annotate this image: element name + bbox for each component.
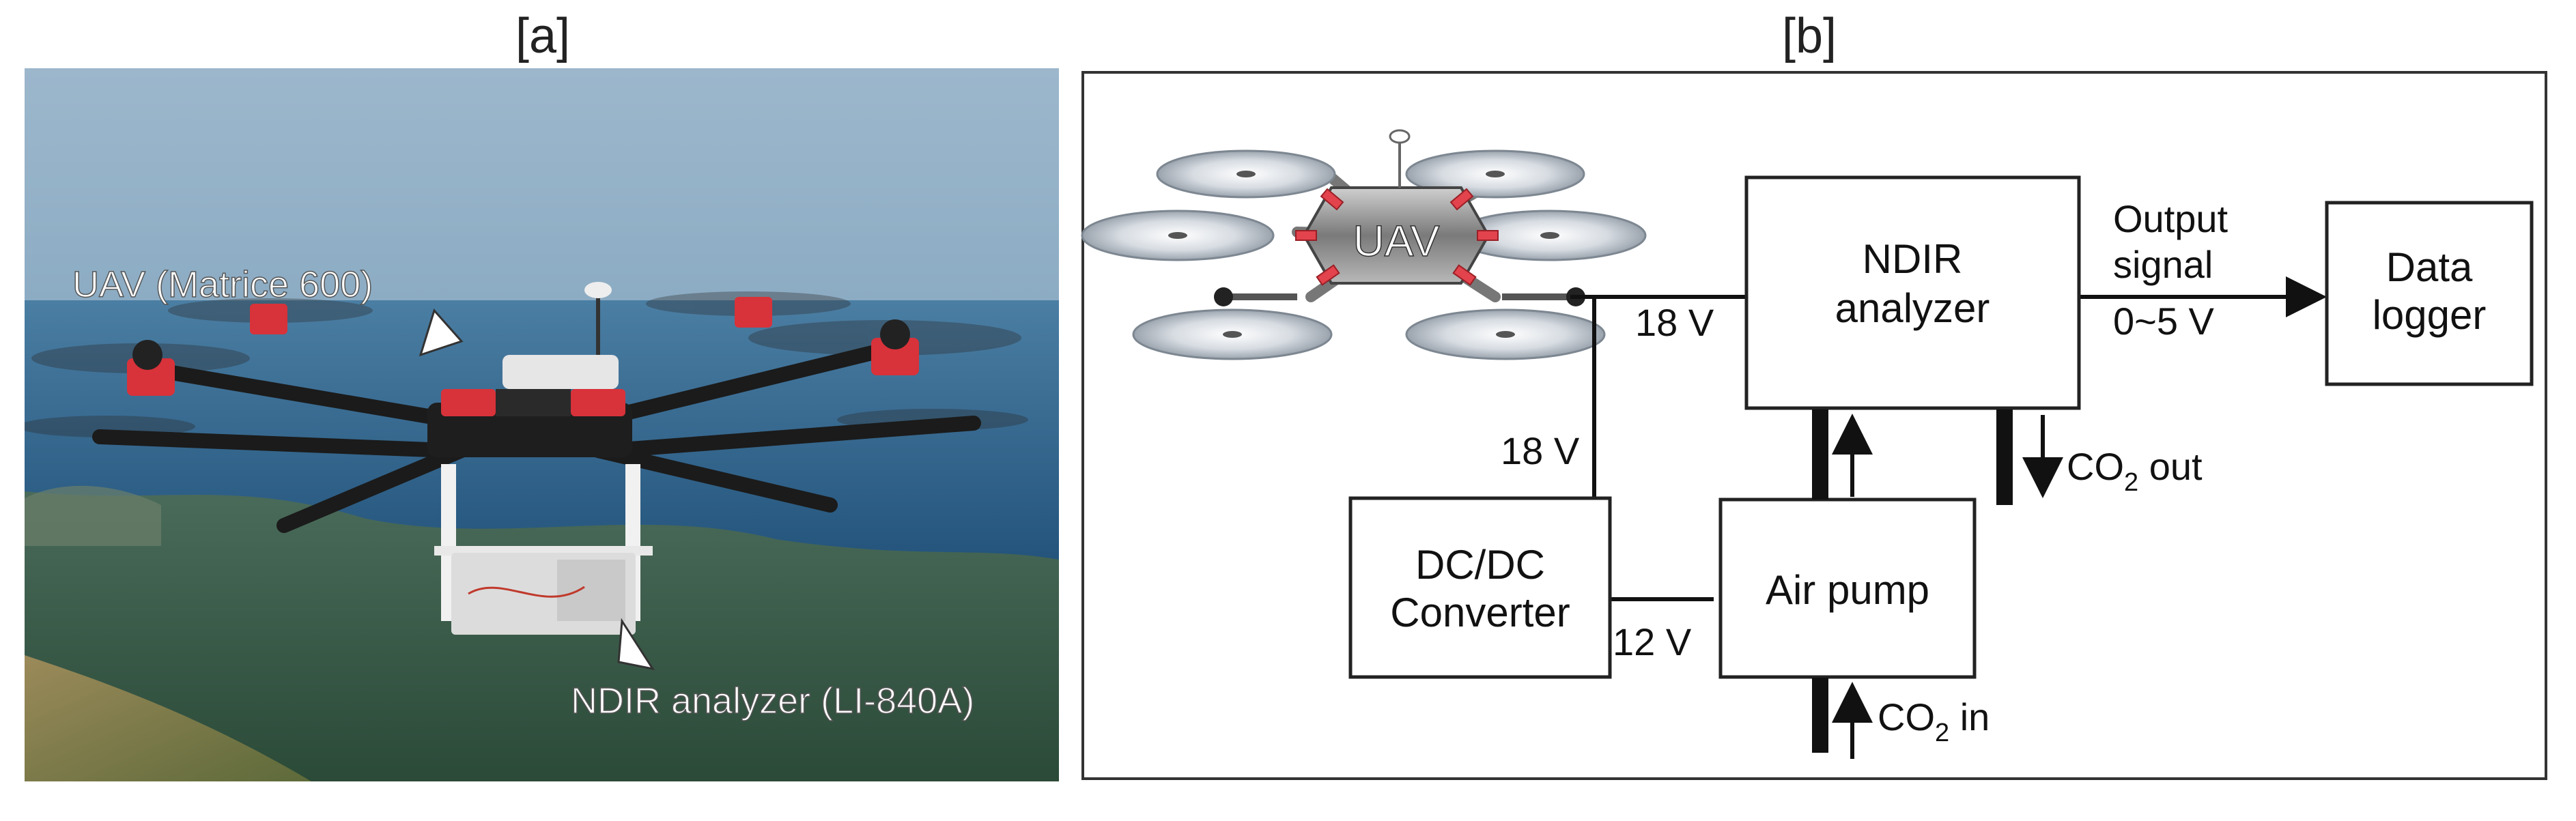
- ndir-label-line2: analyzer: [1835, 285, 1990, 331]
- data-logger-box: [2325, 201, 2534, 386]
- ndir-analyzer-box: [1744, 175, 2081, 410]
- output-label-line2: signal: [2113, 243, 2213, 286]
- data-logger-line1: Data: [2386, 244, 2473, 290]
- drone-body: [427, 282, 653, 635]
- co2-in-main: CO: [1878, 695, 1935, 738]
- drone-motors: [127, 297, 919, 396]
- panel-b-label: [b]: [1782, 9, 1837, 63]
- voltage-converter-in-label: 18 V: [1501, 429, 1580, 472]
- power-wires: [1570, 295, 1746, 601]
- dcdc-converter-box: [1348, 496, 1612, 679]
- co2-in-label: CO2 in: [1878, 695, 1990, 747]
- voltage-converter-out-label: 12 V: [1613, 620, 1692, 663]
- co2-out-suffix: out: [2138, 445, 2203, 488]
- gas-tubes: [1812, 409, 2013, 753]
- drone-arms: [92, 341, 981, 533]
- co2-out-subscript: 2: [2124, 468, 2138, 497]
- output-label-line3: 0~5 V: [2113, 300, 2215, 343]
- co2-in-suffix: in: [1949, 695, 1990, 738]
- analyzer-pointer-arrow: [617, 618, 655, 671]
- voltage-uav-label: 18 V: [1635, 301, 1714, 344]
- system-block-diagram: UAV NDIR analyzer Data logger DC/DC Conv…: [1081, 71, 2547, 780]
- ndir-label-line1: NDIR: [1863, 236, 1963, 282]
- dcdc-line1: DC/DC: [1415, 542, 1545, 588]
- panel-a-label: [a]: [515, 9, 571, 63]
- drone-photo: UAV (Matrice 600) NDIR analyzer (LI-840A…: [25, 68, 1059, 781]
- co2-in-subscript: 2: [1935, 719, 1949, 747]
- uav-label: UAV: [1353, 216, 1440, 265]
- analyzer-caption: NDIR analyzer (LI-840A): [571, 680, 974, 721]
- output-label-line1: Output: [2113, 197, 2228, 240]
- air-pump-box: [1718, 498, 1977, 679]
- uav-caption: UAV (Matrice 600): [72, 264, 373, 305]
- dcdc-line2: Converter: [1390, 590, 1570, 635]
- data-logger-line2: logger: [2373, 292, 2487, 338]
- co2-out-main: CO: [2067, 445, 2124, 488]
- uav-icon: UAV: [1081, 129, 1647, 360]
- uav-pointer-arrow: [419, 308, 464, 357]
- co2-out-label: CO2 out: [2067, 445, 2203, 497]
- air-pump-label: Air pump: [1766, 567, 1929, 613]
